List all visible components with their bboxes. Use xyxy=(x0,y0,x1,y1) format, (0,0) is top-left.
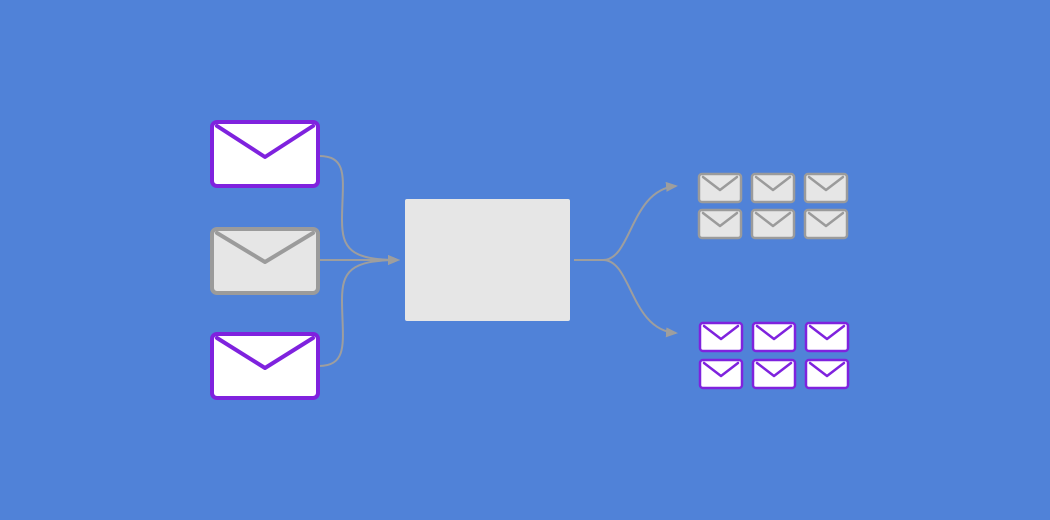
connector-top-input xyxy=(318,155,400,265)
purple-envelope-icon xyxy=(698,358,744,390)
gray-envelope-icon xyxy=(803,172,849,204)
purple-envelope-icon xyxy=(804,321,850,353)
connector-output-top xyxy=(574,181,678,261)
output-group-purple xyxy=(698,321,850,390)
input-envelope-purple-top xyxy=(210,120,320,188)
sorting-box xyxy=(405,199,570,321)
gray-envelope-icon xyxy=(697,172,743,204)
input-envelope-gray-middle xyxy=(210,227,320,295)
output-group-gray xyxy=(697,172,849,240)
gray-envelope-icon xyxy=(803,208,849,240)
gray-envelope-icon xyxy=(750,172,796,204)
input-envelope-purple-bottom xyxy=(210,332,320,400)
purple-envelope-icon xyxy=(751,321,797,353)
purple-envelope-icon xyxy=(804,358,850,390)
connector-output-bottom xyxy=(602,259,678,338)
purple-envelope-icon xyxy=(751,358,797,390)
gray-envelope-icon xyxy=(697,208,743,240)
purple-envelope-icon xyxy=(698,321,744,353)
gray-envelope-icon xyxy=(750,208,796,240)
connector-bottom-input xyxy=(318,255,400,367)
